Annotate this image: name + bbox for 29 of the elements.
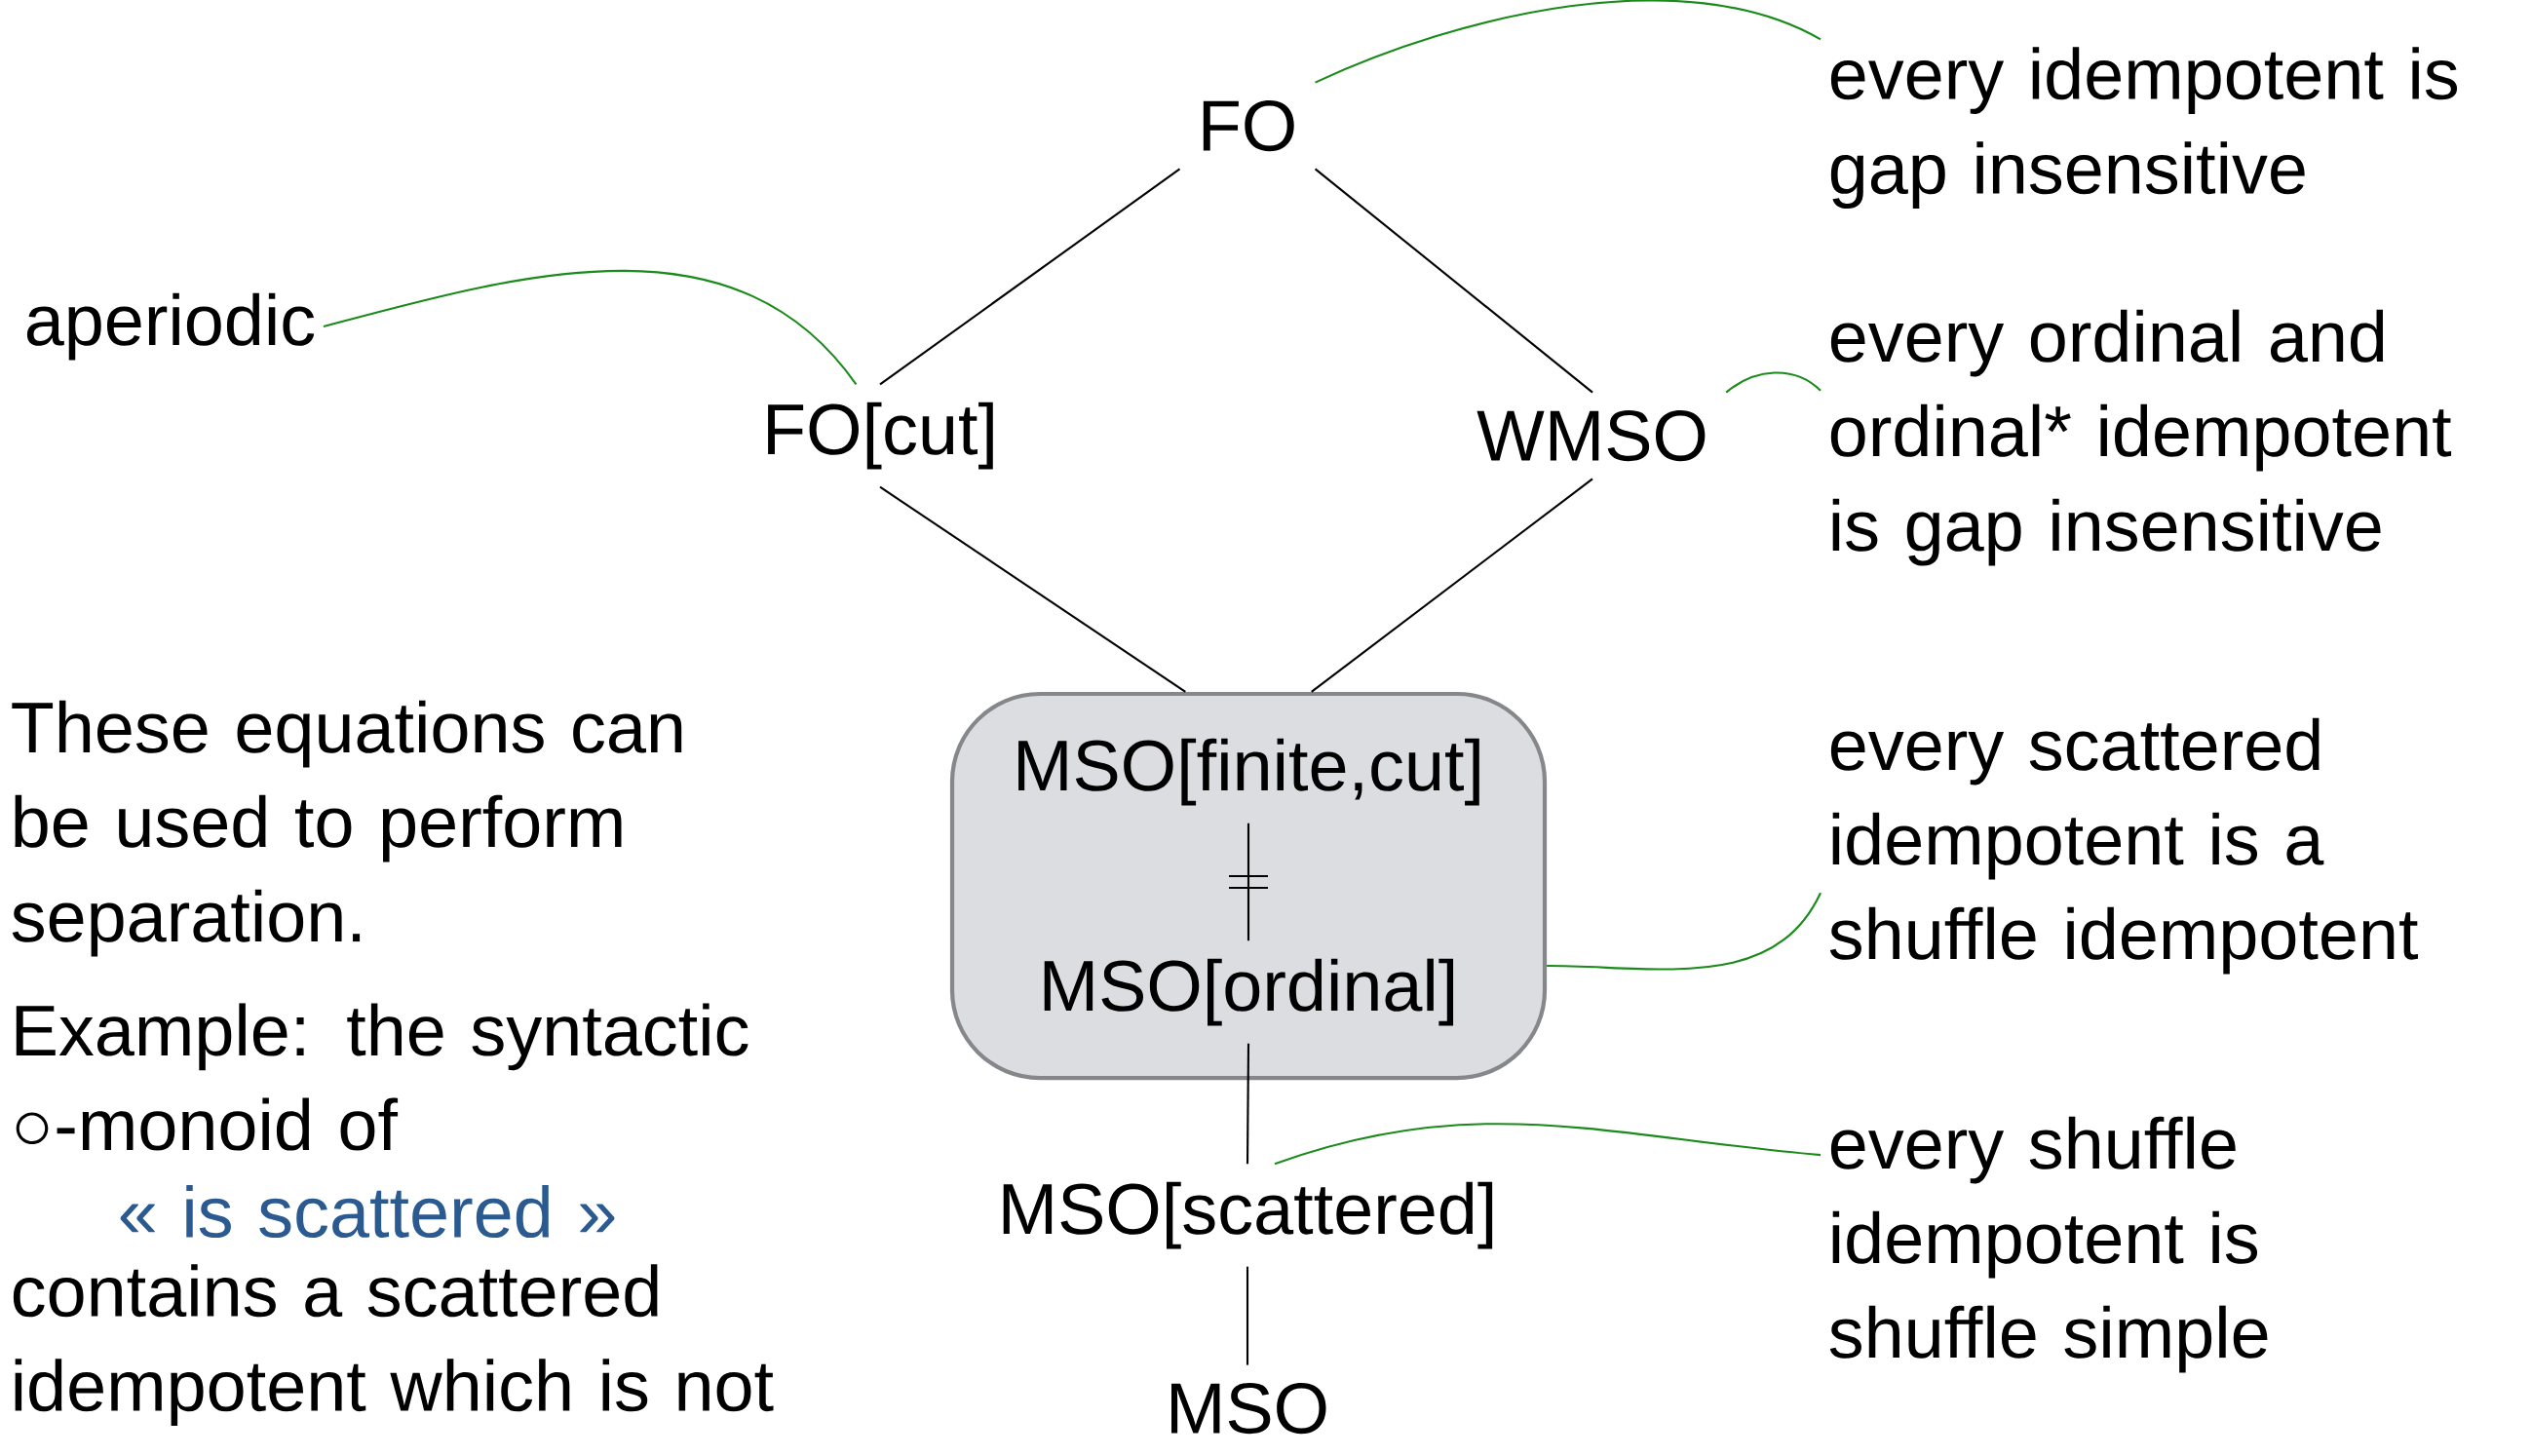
logic-label: MSO[scattered] (1003, 1181, 1493, 1249)
logic-label: FO[cut] (768, 402, 993, 470)
leader-line (1274, 1123, 1822, 1166)
annotation-text: every shuffle idempotent is shuffle simple (1829, 1116, 2268, 1373)
note-text: « is scattered » (120, 1184, 615, 1239)
connector-line (879, 168, 1181, 386)
leader-line (323, 269, 858, 385)
logic-label: FO (1203, 99, 1294, 152)
leader-line (1315, 0, 1822, 84)
logic-label: MSO[finite,cut] (1018, 738, 1479, 806)
logic-label: MSO (1171, 1382, 1326, 1435)
annotation-text: every idempotent is gap insensitive (1830, 47, 2458, 209)
note-text: contains a scattered idempotent which is not (13, 1264, 774, 1426)
not-equal-line (1227, 822, 1270, 942)
annotation-text: every ordinal and ordinal* idempotent is gap insensitive (1830, 309, 2452, 566)
connector-line (1246, 1043, 1250, 1165)
connector-line (1246, 1266, 1249, 1365)
note-text: Example: the syntactic ○-monoid of (16, 1003, 748, 1151)
connector-line (1314, 168, 1593, 394)
logic-label: WMSO (1476, 409, 1706, 462)
connector-line (879, 485, 1186, 693)
logic-label: MSO[ordinal] (1044, 958, 1454, 1026)
leader-line (1725, 371, 1822, 394)
annotation-text: every scattered idempotent is a shuffle idempotent (1829, 717, 2418, 975)
annotation-text: aperiodic (26, 292, 315, 361)
connector-line (1311, 478, 1593, 693)
leader-line (1547, 892, 1822, 971)
rounded-box (949, 691, 1548, 1081)
note-text: These equations can be used to perform separation. (12, 700, 682, 957)
